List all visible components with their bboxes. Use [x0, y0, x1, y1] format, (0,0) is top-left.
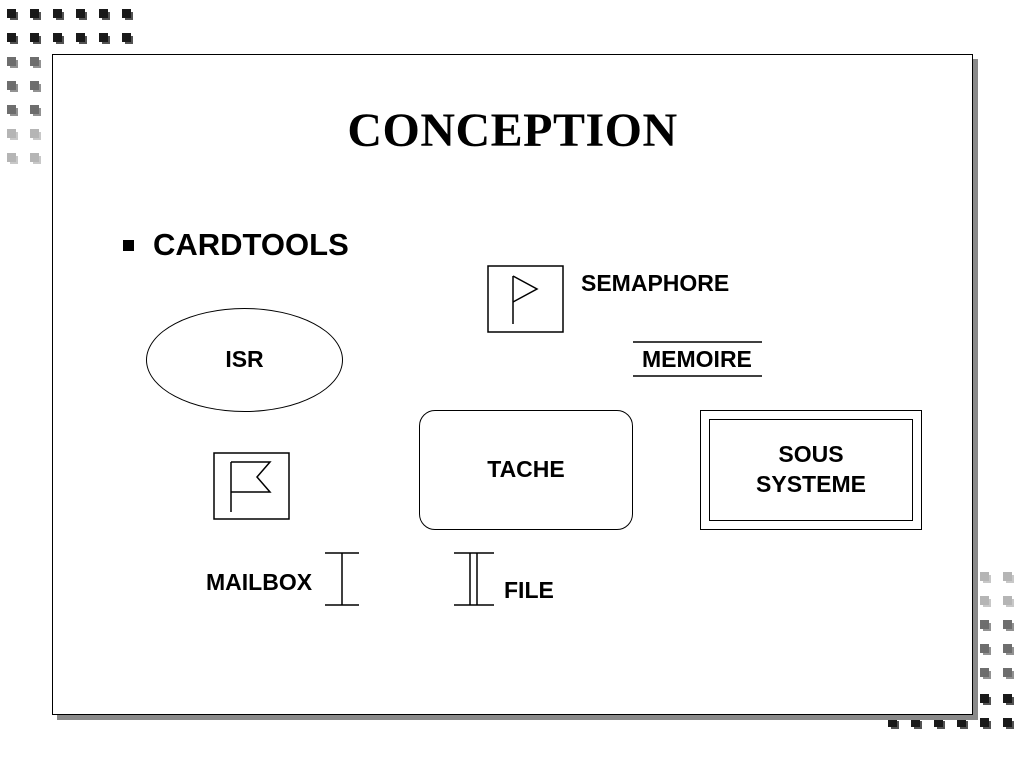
- deco-square-shade: [983, 599, 991, 607]
- deco-square-shade: [983, 623, 991, 631]
- sous-systeme-label: SOUS SYSTEME: [756, 440, 866, 500]
- deco-square-shade: [914, 721, 922, 729]
- diagram-symbols: [213, 265, 762, 606]
- deco-square-shade: [10, 84, 18, 92]
- deco-square-shade: [983, 647, 991, 655]
- deco-square-shade: [960, 721, 968, 729]
- deco-square-shade: [983, 721, 991, 729]
- sous-systeme-node: SOUS SYSTEME: [700, 410, 922, 530]
- deco-square-shade: [10, 60, 18, 68]
- deco-square-shade: [33, 84, 41, 92]
- mailbox-label: MAILBOX: [206, 569, 313, 595]
- deco-square-shade: [33, 132, 41, 140]
- deco-square-shade: [10, 12, 18, 20]
- deco-square-shade: [983, 697, 991, 705]
- deco-square-shade: [10, 36, 18, 44]
- deco-square-shade: [1006, 721, 1014, 729]
- deco-square-shade: [1006, 671, 1014, 679]
- deco-square-shade: [1006, 599, 1014, 607]
- deco-square-shade: [33, 60, 41, 68]
- semaphore-flag-icon: [487, 265, 564, 333]
- deco-square-shade: [102, 36, 110, 44]
- bullet-text: CARDTOOLS: [153, 227, 349, 262]
- deco-square-shade: [1006, 647, 1014, 655]
- sous-systeme-label-line1: SOUS: [778, 441, 844, 468]
- bullet-square-icon: [123, 239, 134, 251]
- deco-square-shade: [125, 12, 133, 20]
- deco-square-shade: [983, 671, 991, 679]
- slide: CONCEPTION CARDTOOLS: [52, 54, 973, 715]
- isr-label: ISR: [225, 346, 264, 373]
- deco-square-shade: [33, 108, 41, 116]
- event-flag-icon: [213, 452, 290, 520]
- deco-top-left-squares: [7, 9, 133, 164]
- deco-square-shade: [937, 721, 945, 729]
- bullet-item: CARDTOOLS: [123, 227, 349, 263]
- deco-square-shade: [33, 156, 41, 164]
- deco-square-shade: [79, 36, 87, 44]
- deco-square-shade: [1006, 575, 1014, 583]
- memoire-label: MEMOIRE: [642, 346, 752, 372]
- file-label: FILE: [504, 577, 554, 603]
- isr-node: ISR: [146, 308, 343, 412]
- file-queue-icon: [454, 552, 494, 606]
- deco-square-shade: [56, 12, 64, 20]
- deco-square-shade: [56, 36, 64, 44]
- tache-label: TACHE: [487, 456, 565, 483]
- deco-square-shade: [33, 12, 41, 20]
- sous-systeme-label-line2: SYSTEME: [756, 471, 866, 497]
- semaphore-label: SEMAPHORE: [581, 270, 730, 296]
- deco-square-shade: [983, 575, 991, 583]
- deco-square-shade: [10, 132, 18, 140]
- deco-square-shade: [125, 36, 133, 44]
- mailbox-icon: [325, 552, 359, 606]
- deco-square-shade: [1006, 623, 1014, 631]
- tache-node: TACHE: [419, 410, 633, 530]
- deco-square-shade: [10, 156, 18, 164]
- deco-square-shade: [1006, 697, 1014, 705]
- deco-square-shade: [79, 12, 87, 20]
- deco-square-shade: [891, 721, 899, 729]
- deco-square-shade: [10, 108, 18, 116]
- slide-title: CONCEPTION: [347, 104, 678, 157]
- deco-square-shade: [102, 12, 110, 20]
- memoire-store-icon: [633, 341, 762, 377]
- deco-square-shade: [33, 36, 41, 44]
- sous-systeme-inner-box: SOUS SYSTEME: [709, 419, 913, 521]
